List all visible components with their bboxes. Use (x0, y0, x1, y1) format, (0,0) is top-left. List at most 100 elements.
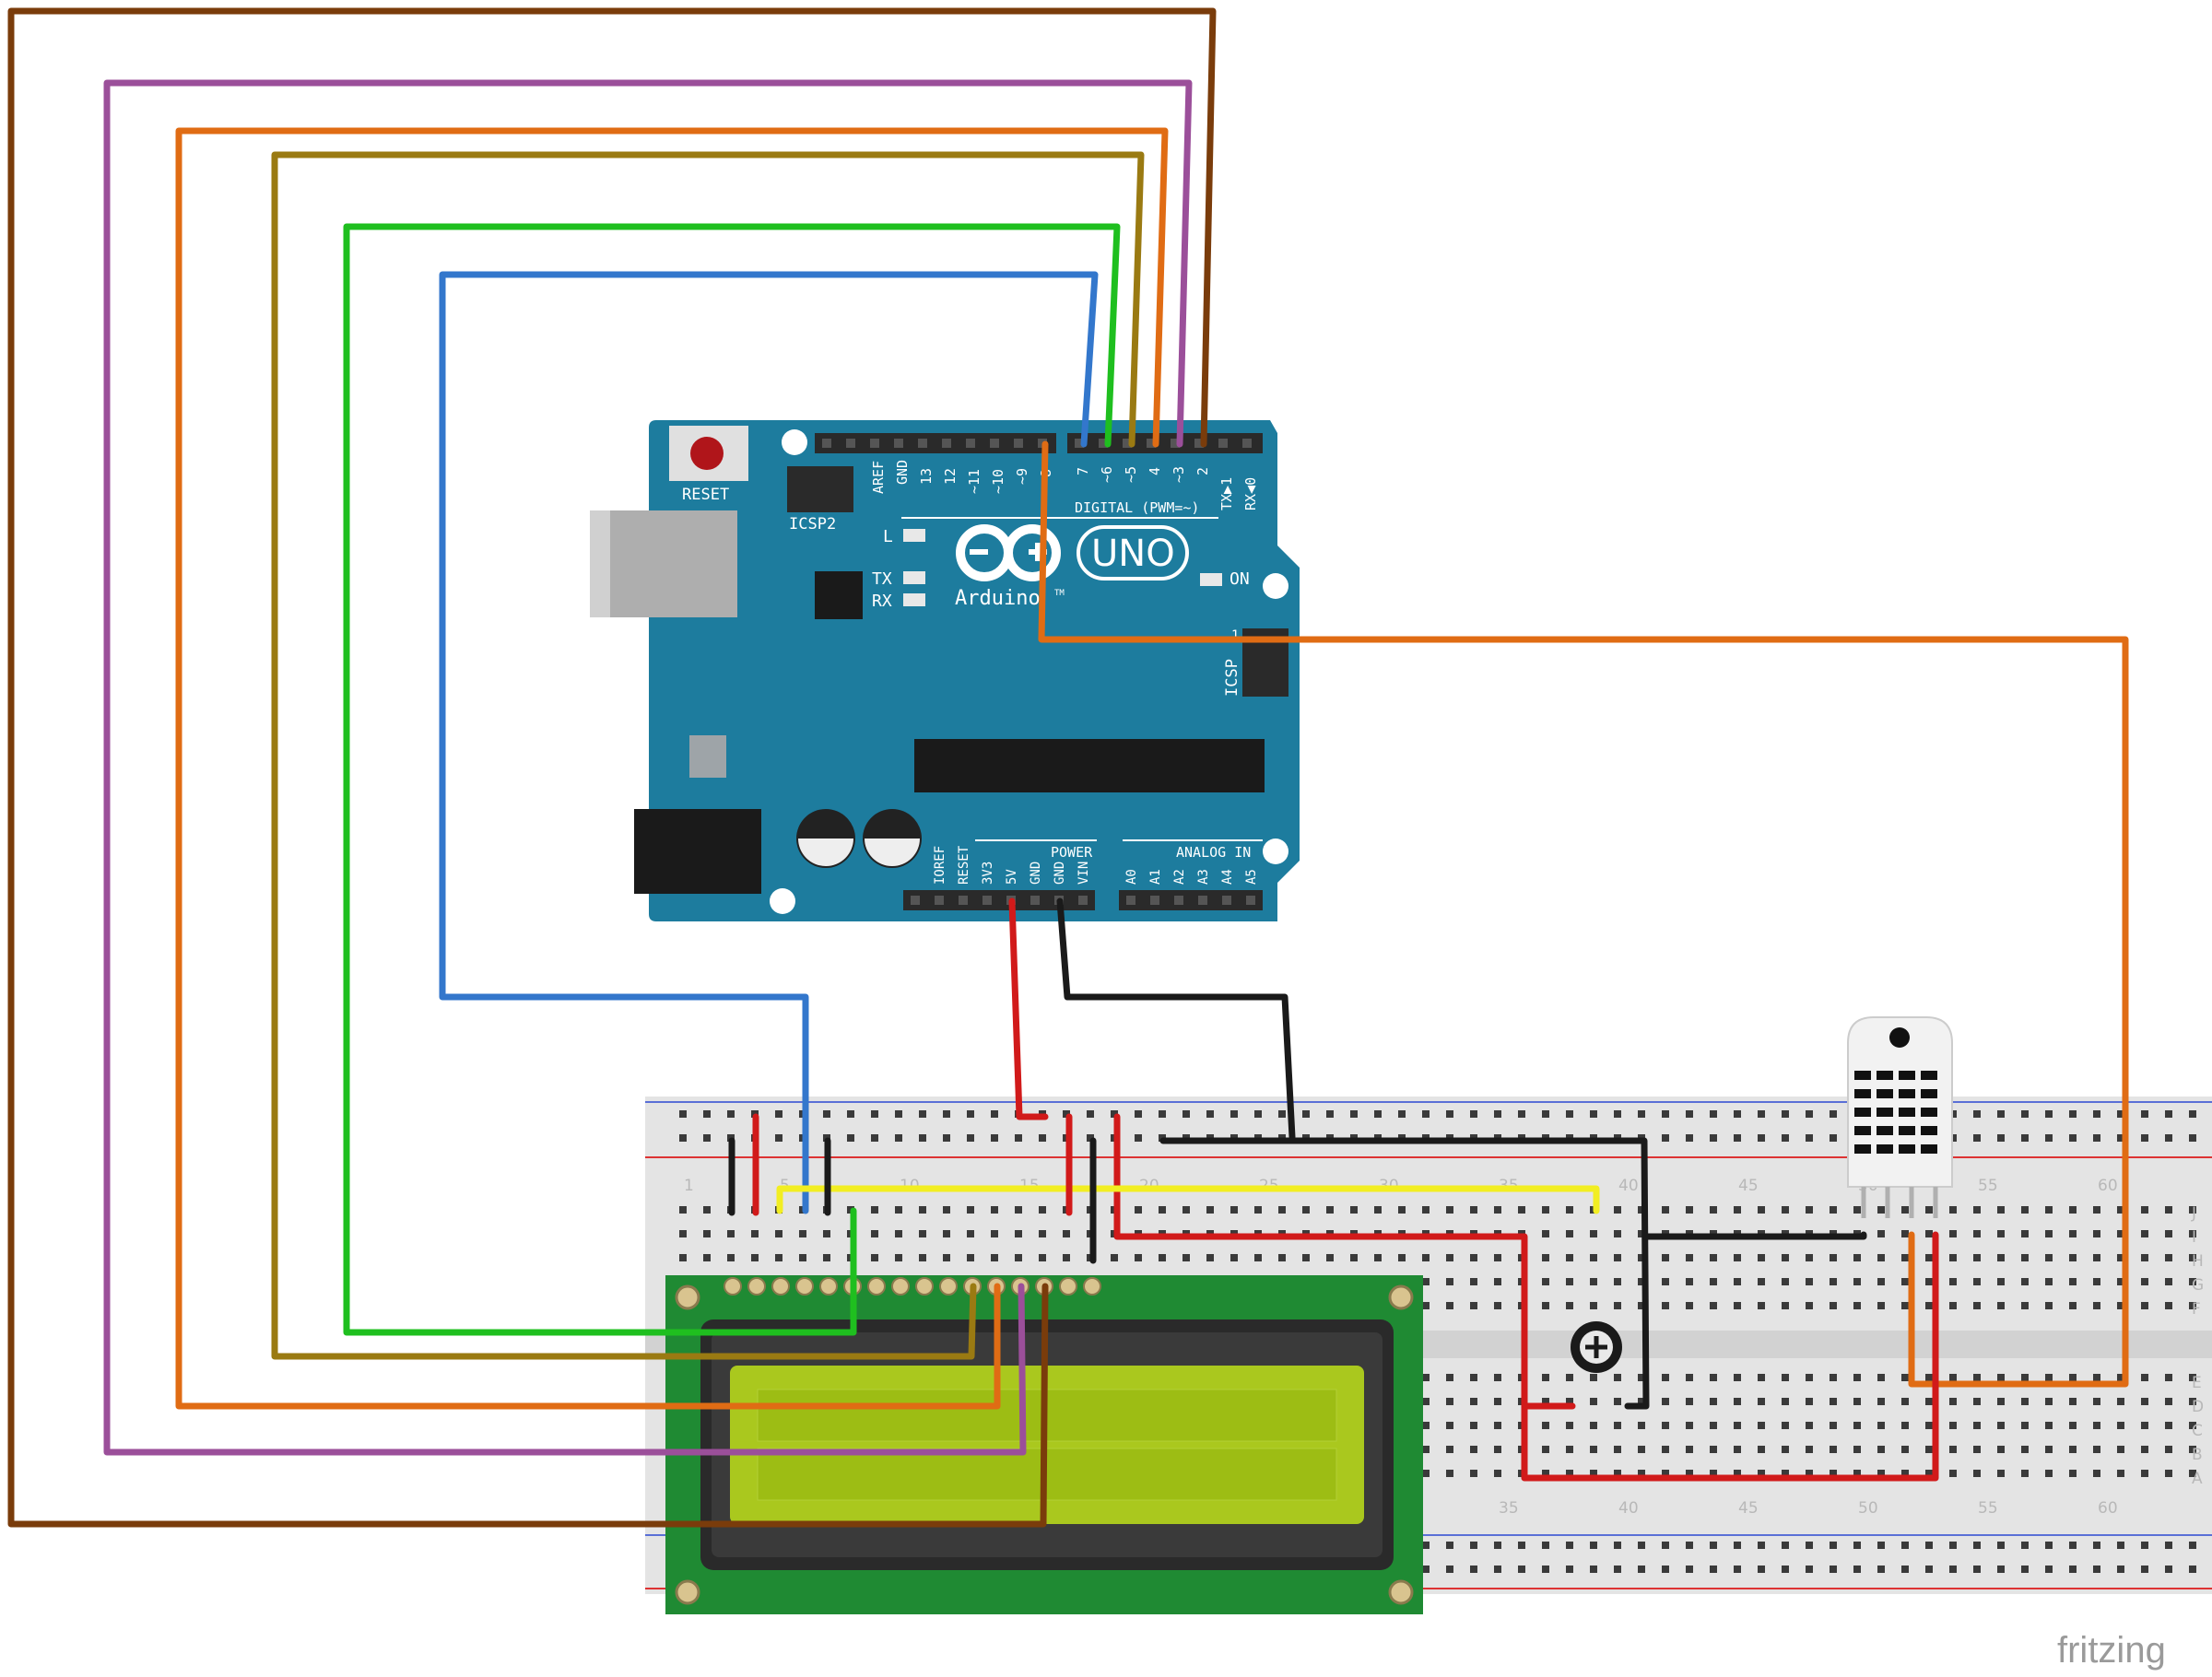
capacitor-1-band (798, 838, 853, 866)
col-num: 1 (684, 1177, 694, 1195)
uno-logo-text: UNO (1091, 533, 1175, 575)
pin-label: 7 (1075, 467, 1091, 475)
wires (7, 7, 2129, 1528)
top-pin-labels: AREF GND 13 12 ~11 ~10 ~9 8 7 ~6 ~5 4 ~3… (870, 460, 1259, 510)
col-num: 55 (1978, 1499, 1998, 1518)
wire-black-sensor (1642, 1231, 1867, 1240)
row-letter: B (2192, 1446, 2203, 1464)
row-letter: I (2192, 1228, 2196, 1247)
row-letter: C (2192, 1422, 2203, 1440)
pin-label: ~11 (966, 469, 982, 494)
wire-orange-lcd (175, 127, 1169, 1410)
arduino-pcb (649, 420, 1300, 921)
power-label: POWER (1051, 844, 1093, 861)
fritzing-watermark: fritzing (2057, 1630, 2166, 1671)
header-digital (1067, 433, 1263, 453)
pin-label: GND (1053, 862, 1067, 885)
capacitor-2-band (865, 838, 920, 866)
header-top-holes (822, 439, 1252, 448)
icsp2-header (787, 466, 853, 512)
usb-connector-edge (590, 510, 610, 617)
potentiometer (1571, 1321, 1622, 1373)
wire-blue (439, 271, 1099, 1214)
pin-label: 5V (1005, 869, 1019, 885)
pin-label: 13 (918, 468, 935, 485)
microcontroller-chip (914, 739, 1265, 792)
pin-label: ~3 (1171, 466, 1187, 483)
pin-label: RESET (957, 845, 971, 885)
wire-red-rail (1113, 1113, 1939, 1482)
pin-label: VIN (1077, 862, 1091, 885)
voltage-regulator (689, 735, 726, 778)
pin-label: A3 (1196, 869, 1211, 885)
dht-sensor (1847, 1016, 1953, 1218)
wire-yellow (776, 1185, 1600, 1214)
infinity-logo-icon (956, 524, 1062, 581)
wire-black-gnd (1056, 897, 1296, 1141)
arduino-uno: RESET ICSP2 L TX RX ON UNO Arduino T (590, 420, 1300, 921)
trademark: TM (1054, 589, 1065, 598)
status-leds (903, 529, 1222, 606)
led-on-label: ON (1230, 569, 1250, 589)
pin-label: A5 (1244, 869, 1259, 885)
icsp-pin1-label: 1 (1231, 628, 1239, 643)
led-rx-label: RX (872, 592, 892, 611)
reset-label: RESET (682, 486, 729, 504)
bottom-column-numbers: 35 40 45 50 55 60 (1499, 1499, 2118, 1518)
pin-label: AREF (870, 461, 887, 494)
wire-olive (271, 151, 1145, 1360)
digital-label: DIGITAL (PWM=~) (1075, 499, 1199, 516)
row-letter: J (2191, 1204, 2196, 1223)
pin-label: A4 (1220, 869, 1235, 885)
row-letters: J I H G F E D C B A (2191, 1204, 2204, 1488)
wire-black-rail (1159, 1137, 1650, 1410)
header-power (903, 890, 1095, 910)
row-letter: E (2192, 1374, 2202, 1392)
row-letter: D (2192, 1398, 2204, 1416)
pin-label: A2 (1172, 869, 1187, 885)
uno-logo-frame (1077, 525, 1189, 580)
pin-label: ~6 (1099, 466, 1115, 483)
pin-label: TX▶1 (1218, 477, 1235, 510)
bottom-pin-labels: IOREF RESET 3V3 5V GND GND VIN A0 A1 A2 … (933, 845, 1259, 885)
pin-label: GND (894, 460, 911, 485)
col-num: 50 (1858, 1499, 1878, 1518)
pin-label: 12 (942, 468, 959, 485)
pin-label: GND (1029, 862, 1043, 885)
pin-label: IOREF (933, 846, 947, 885)
row-letter: G (2192, 1276, 2204, 1295)
col-num: 40 (1618, 1499, 1639, 1518)
pin-label: 4 (1147, 467, 1163, 475)
arduino-logo (956, 524, 1062, 581)
pin-label: 3V3 (981, 862, 995, 885)
header-top-left (815, 433, 1056, 453)
wire-purple (103, 79, 1193, 1456)
arduino-brand: Arduino (955, 587, 1041, 610)
wire-red-5v (1008, 897, 1049, 1120)
icsp2-label: ICSP2 (789, 515, 836, 534)
led-l-label: L (883, 527, 893, 546)
col-num: 35 (1499, 1499, 1519, 1518)
pin-label: ~5 (1123, 466, 1139, 483)
dht-mount-hole (1889, 1027, 1910, 1048)
pin-label: RX◀0 (1242, 477, 1259, 510)
lcd-char-cells (757, 1389, 1337, 1501)
dht-grille (1854, 1071, 1937, 1154)
wire-green (343, 223, 1121, 1336)
pin-label: ~10 (990, 469, 1006, 494)
header-analog (1119, 890, 1263, 910)
led-tx-label: TX (872, 569, 892, 589)
pot-slot-icon (1585, 1336, 1607, 1358)
lcd-mounting-holes (675, 1284, 1414, 1605)
wire-brown (7, 7, 1217, 1528)
icsp-label: ICSP (1223, 659, 1241, 697)
row-letter: F (2192, 1300, 2201, 1319)
col-num: 60 (2098, 1177, 2118, 1195)
usb-connector (590, 510, 737, 617)
col-num: 55 (1978, 1177, 1998, 1195)
pin-label: A1 (1148, 869, 1163, 885)
col-num: 45 (1738, 1177, 1759, 1195)
reset-button-cap (690, 437, 724, 470)
rail-holes-top-1 (671, 1106, 2212, 1130)
